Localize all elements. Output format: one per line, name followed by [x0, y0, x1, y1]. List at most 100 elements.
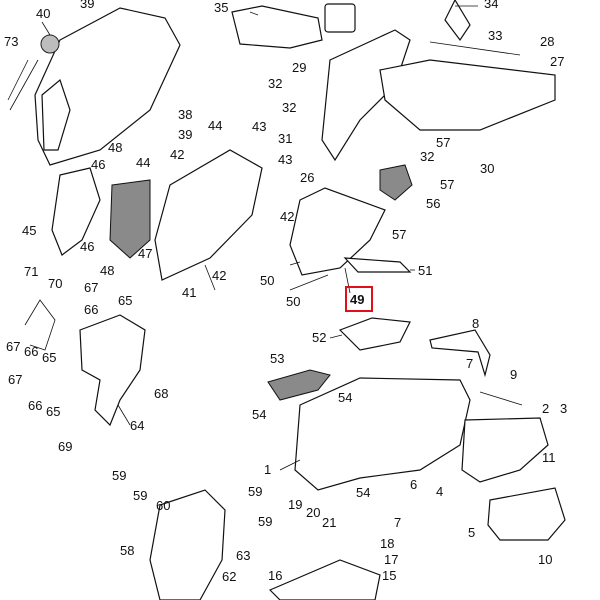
callout: 44	[136, 155, 150, 170]
highlighted-callout: 49	[345, 286, 373, 312]
callout: 39	[178, 127, 192, 142]
callout: 10	[538, 552, 552, 567]
callout: 16	[268, 568, 282, 583]
callout: 28	[540, 34, 554, 49]
callout: 52	[312, 330, 326, 345]
frame-stay	[444, 0, 471, 42]
callout: 59	[133, 488, 147, 503]
callout: 5	[468, 525, 475, 540]
wire-clip-70	[24, 299, 56, 351]
callout: 66	[28, 398, 42, 413]
callout: 65	[42, 350, 56, 365]
callout: 21	[322, 515, 336, 530]
callout: 29	[292, 60, 306, 75]
seat-cover-52	[338, 317, 411, 351]
callout: 17	[384, 552, 398, 567]
mesh-grille-47	[109, 179, 151, 259]
callout-labels: 40 39 35 34 73 33 28 27 29 32 32 38 39 4…	[4, 0, 567, 584]
callout: 48	[108, 140, 122, 155]
callout: 73	[4, 34, 18, 49]
mesh-grille-56	[379, 164, 413, 201]
meter-bracket	[324, 3, 356, 33]
upper-dash-panel	[231, 5, 323, 49]
callout: 48	[100, 263, 114, 278]
callout: 35	[214, 0, 228, 15]
callout: 43	[252, 119, 266, 134]
callout: 3	[560, 401, 567, 416]
callout: 51	[418, 263, 432, 278]
callout: 69	[58, 439, 72, 454]
inner-panel	[321, 29, 411, 162]
callout: 32	[268, 76, 282, 91]
inner-fairing-left	[154, 149, 263, 281]
callout: 32	[282, 100, 296, 115]
callout: 7	[394, 515, 401, 530]
callout: 46	[91, 157, 105, 172]
stay-bracket-64	[79, 314, 146, 427]
callout: 30	[480, 161, 494, 176]
callout: 54	[356, 485, 370, 500]
callout: 58	[120, 543, 134, 558]
callout: 20	[306, 505, 320, 520]
callout: 65	[46, 404, 60, 419]
callout: 27	[550, 54, 564, 69]
callout: 34	[484, 0, 498, 11]
callout: 50	[260, 273, 274, 288]
callout: 47	[138, 246, 152, 261]
callout: 41	[182, 285, 196, 300]
callout: 7	[466, 356, 473, 371]
lower-crossmember	[268, 559, 381, 600]
callout: 42	[212, 268, 226, 283]
left-cowl-panel	[34, 7, 181, 166]
callout: 26	[300, 170, 314, 185]
callout: 15	[382, 568, 396, 583]
rear-lens-10	[487, 487, 566, 541]
callout: 32	[420, 149, 434, 164]
callout: 44	[208, 118, 222, 133]
callout: 6	[410, 477, 417, 492]
callout: 64	[130, 418, 144, 433]
highlight-label: 49	[350, 292, 364, 307]
callout: 38	[178, 107, 192, 122]
callout: 2	[542, 401, 549, 416]
side-cover-arm	[379, 59, 556, 131]
callout: 68	[154, 386, 168, 401]
callout: 59	[112, 468, 126, 483]
lower-frame-bracket	[149, 489, 226, 600]
callout: 59	[248, 484, 262, 499]
callout: 8	[472, 316, 479, 331]
headlight-window	[41, 78, 71, 151]
callout: 1	[264, 462, 271, 477]
callout: 63	[236, 548, 250, 563]
callout: 50	[286, 294, 300, 309]
callout: 66	[24, 344, 38, 359]
callout: 66	[84, 302, 98, 317]
leader-lines	[41, 5, 478, 471]
callout: 11	[542, 450, 556, 465]
callout: 19	[288, 497, 302, 512]
callout: 70	[48, 276, 62, 291]
callout: 18	[380, 536, 394, 551]
center-cowl-49	[289, 187, 386, 276]
callout: 4	[436, 484, 443, 499]
callout: 9	[510, 367, 517, 382]
side-panel-right	[461, 417, 549, 483]
callout: 42	[170, 147, 184, 162]
callout: 33	[488, 28, 502, 43]
mesh-grille-53	[267, 369, 331, 401]
part-drawings	[7, 0, 566, 600]
callout: 60	[156, 498, 170, 513]
callout: 67	[6, 339, 20, 354]
callout: 39	[80, 0, 94, 11]
callout: 31	[278, 131, 292, 146]
rail-8	[429, 329, 491, 378]
trim-strip-51	[343, 257, 412, 273]
callout: 62	[222, 569, 236, 584]
callout: 46	[80, 239, 94, 254]
callout: 67	[84, 280, 98, 295]
callout: 43	[278, 152, 292, 167]
callout: 57	[436, 135, 450, 150]
callout: 67	[8, 372, 22, 387]
callout: 54	[338, 390, 352, 405]
